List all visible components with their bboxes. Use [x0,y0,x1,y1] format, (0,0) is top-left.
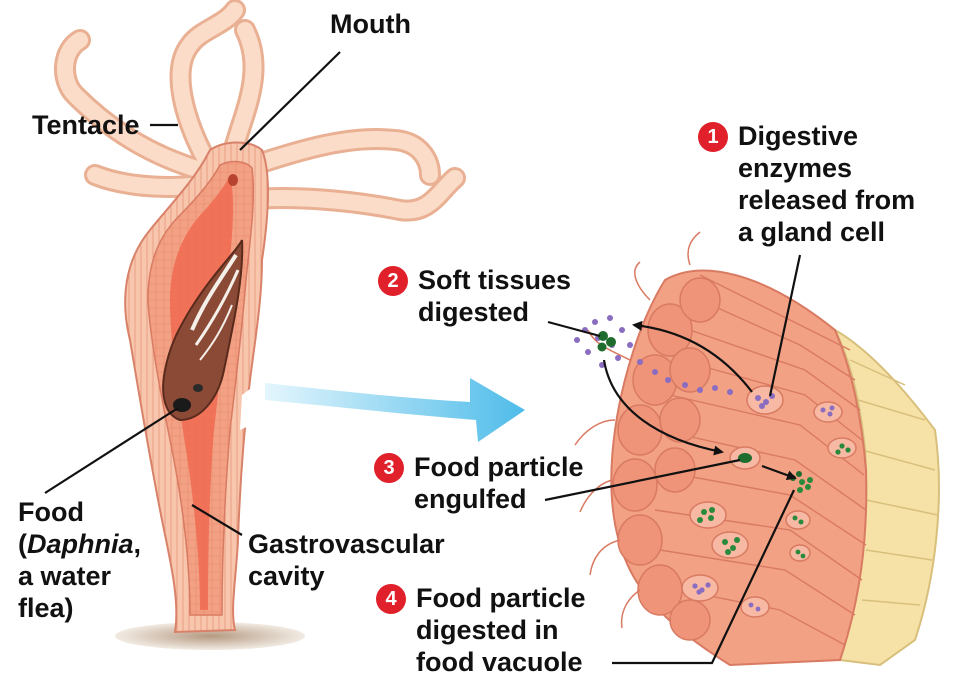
label-food-line3: a water [18,560,141,592]
step-badge-1: 1 [698,122,728,152]
label-food-open-paren: ( [18,529,27,559]
step-1-line1: Digestive [738,120,915,152]
tissue-close-up [575,232,939,665]
step-4-line2: digested in [416,614,586,646]
step-4-text: Food particle digested in food vacuole [416,582,586,676]
step-badge-2: 2 [378,266,408,296]
step-1-line4: a gland cell [738,216,915,248]
engulfing-cell [730,447,760,469]
label-gastrovascular-line1: Gastrovascular [248,528,445,560]
step-1-text: Digestive enzymes released from a gland … [738,120,915,248]
label-mouth-text: Mouth [330,8,411,40]
step-1-line2: enzymes [738,152,915,184]
label-food-line4: flea) [18,592,141,624]
label-food-line1: Food [18,496,141,528]
step-2-line2: digested [418,296,571,328]
zoom-arrow [265,378,525,442]
step-2-text: Soft tissues digested [418,264,571,328]
label-tentacle: Tentacle [32,109,140,141]
label-food-comma: , [134,529,142,559]
step-3-line2: engulfed [414,483,584,515]
hydra-mouth-opening [228,174,238,186]
label-mouth: Mouth [330,8,411,40]
step-3-text: Food particle engulfed [414,451,584,515]
step-4-line1: Food particle [416,582,586,614]
gland-cell [747,386,783,414]
label-food-line2: (Daphnia, [18,528,141,560]
step-4-line3: food vacuole [416,646,586,676]
step-2-line1: Soft tissues [418,264,571,296]
step-3-line1: Food particle [414,451,584,483]
step-badge-4: 4 [376,584,406,614]
label-food: Food (Daphnia, a water flea) [18,496,141,624]
label-tentacle-text: Tentacle [32,109,140,141]
step-badge-3: 3 [374,453,404,483]
label-food-daphnia: Daphnia [27,529,134,559]
step-1-line3: released from [738,184,915,216]
